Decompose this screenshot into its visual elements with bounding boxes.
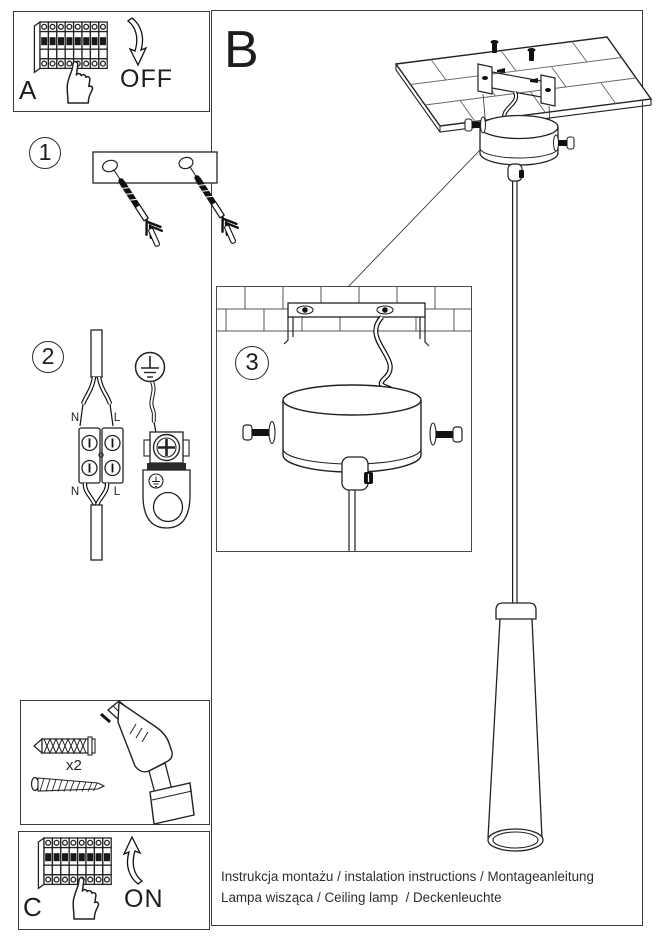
live-label-bottom: L bbox=[113, 486, 121, 498]
panel-b-box bbox=[211, 10, 643, 926]
neutral-label-bottom: N bbox=[70, 486, 80, 498]
footer-line-2: Lampa wisząca / Ceiling lamp / Deckenleu… bbox=[221, 889, 502, 905]
panel-a-label: A bbox=[19, 75, 37, 105]
step2-number: 2 bbox=[32, 341, 64, 373]
anchor-quantity-label: x2 bbox=[66, 757, 82, 774]
panel-c-action: ON bbox=[124, 885, 164, 913]
panel-a-box bbox=[13, 11, 210, 112]
step1-number: 1 bbox=[29, 137, 61, 169]
footer-line-1: Instrukcja montażu / instalation instruc… bbox=[221, 869, 594, 884]
earth-symbol-icon bbox=[134, 351, 166, 383]
tools-box bbox=[20, 700, 210, 825]
live-label-top: L bbox=[113, 412, 121, 424]
footer-caption: Instrukcja montażu / instalation instruc… bbox=[221, 867, 636, 908]
panel-b-label: B bbox=[224, 21, 259, 79]
earth-clamp-icon bbox=[142, 431, 191, 529]
panel-c-box bbox=[18, 831, 210, 930]
step2-wiring-drawing bbox=[78, 329, 191, 561]
step3-number: 3 bbox=[235, 346, 269, 380]
terminal-block-icon bbox=[78, 427, 124, 484]
panel-c-label: C bbox=[23, 892, 42, 922]
step3-detail-box bbox=[216, 286, 472, 552]
panel-a-action: OFF bbox=[120, 65, 173, 93]
neutral-label-top: N bbox=[70, 412, 80, 424]
